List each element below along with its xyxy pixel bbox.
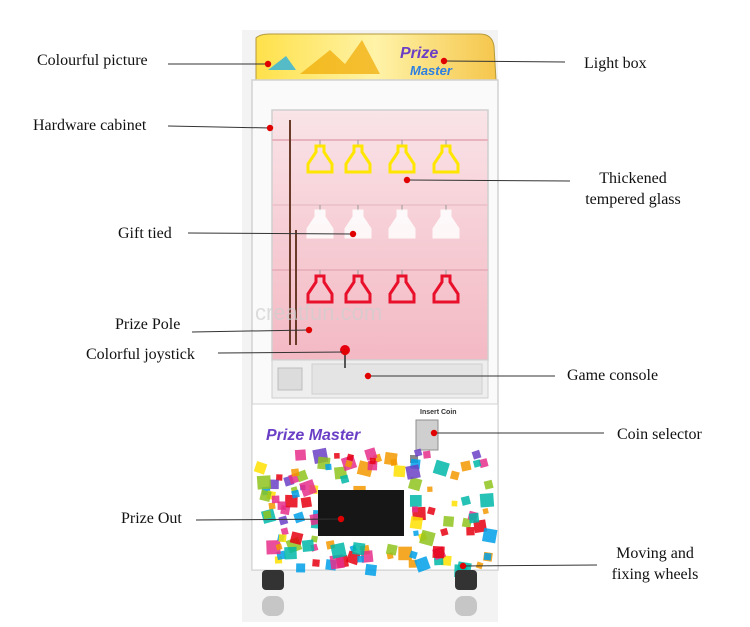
label-wheels: Moving and fixing wheels	[603, 543, 707, 585]
prize-white	[306, 205, 334, 239]
prize-yellow	[344, 140, 372, 174]
label-coin-selector: Coin selector	[617, 426, 702, 443]
marker-coin-selector	[430, 429, 438, 437]
leader-lines	[167, 57, 604, 570]
label-thickened-glass-line1: Thickened	[599, 170, 667, 187]
leader-light-box	[443, 60, 566, 63]
leader-prize-out	[195, 518, 342, 521]
marker-prize-out	[337, 515, 345, 523]
marker-game-console	[364, 372, 372, 380]
prize-white	[344, 205, 372, 239]
light-box-brand: Prize	[400, 45, 438, 62]
watermark: creatfun.com	[255, 300, 382, 325]
marker-prize-pole	[305, 326, 313, 334]
label-prize-pole: Prize Pole	[115, 316, 181, 333]
light-box: Prize Master	[255, 33, 497, 81]
marker-colorful-joystick	[341, 348, 349, 356]
prize-red	[306, 270, 334, 304]
prize-red	[344, 270, 372, 304]
game-console-panel	[271, 345, 489, 399]
leader-gift-tied	[187, 232, 354, 235]
marker-light-box	[440, 57, 448, 65]
colorful-mosaic	[253, 447, 498, 578]
leader-prize-pole	[191, 329, 310, 333]
leader-colorful-joystick	[217, 351, 346, 354]
label-hardware-cabinet: Hardware cabinet	[33, 117, 147, 134]
marker-hardware-cabinet	[266, 124, 274, 132]
prize-rows	[306, 140, 460, 304]
label-colourful-picture: Colourful picture	[37, 52, 148, 69]
light-box-brand-2: Master	[410, 63, 453, 78]
label-wheels-line2: fixing wheels	[611, 566, 699, 583]
prize-yellow	[388, 140, 416, 174]
panel-brand: Prize Master	[266, 427, 361, 444]
label-light-box: Light box	[584, 55, 647, 72]
label-game-console: Game console	[567, 367, 659, 384]
prize-yellow	[306, 140, 334, 174]
label-colorful-joystick: Colorful joystick	[86, 346, 195, 363]
label-gift-tied: Gift tied	[118, 225, 172, 242]
lower-panel: Prize Master Insert Coin	[251, 403, 499, 578]
leader-wheels	[462, 564, 598, 567]
marker-wheels	[459, 562, 467, 570]
prize-out-door	[318, 490, 404, 536]
prize-white	[388, 205, 416, 239]
wheels	[262, 570, 477, 616]
leader-hardware-cabinet	[167, 125, 271, 129]
prize-red	[432, 270, 460, 304]
marker-gift-tied	[349, 230, 357, 238]
marker-thickened-glass	[403, 176, 411, 184]
prize-red	[388, 270, 416, 304]
label-prize-out: Prize Out	[121, 510, 182, 527]
prize-white	[432, 205, 460, 239]
label-thickened-glass-line2: tempered glass	[585, 191, 681, 208]
prize-yellow	[432, 140, 460, 174]
insert-coin-text: Insert Coin	[420, 409, 457, 416]
marker-colourful-picture	[264, 60, 272, 68]
leader-thickened-glass	[406, 179, 571, 182]
label-wheels-line1: Moving and	[616, 545, 694, 562]
label-thickened-glass: Thickened tempered glass	[574, 168, 692, 210]
